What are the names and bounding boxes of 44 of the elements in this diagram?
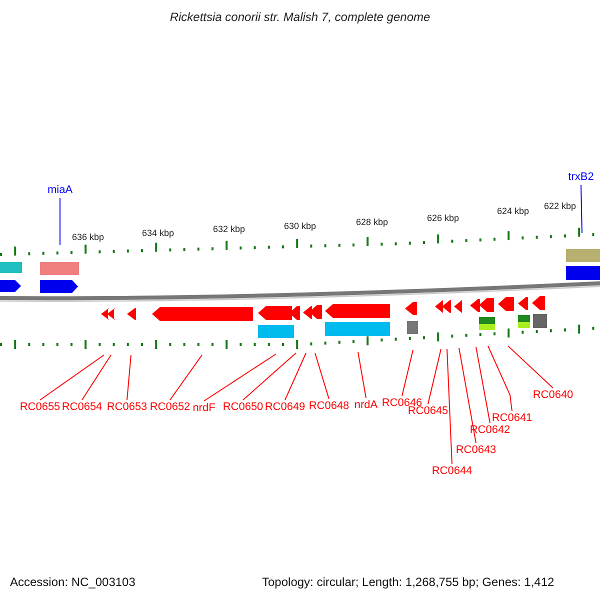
gene-label: RC0654 — [62, 401, 102, 414]
leader-line — [428, 348, 442, 404]
gene-label: RC0641 — [492, 412, 532, 425]
leader-line — [82, 354, 112, 400]
gene-label: RC0650 — [222, 401, 264, 414]
scale-label: 628 kbp — [356, 216, 388, 229]
gene-label: RC0648 — [308, 400, 350, 413]
scale-label: 626 kbp — [427, 212, 460, 225]
gene-label: nrdF — [192, 402, 216, 415]
leader-line — [170, 354, 202, 400]
scale-label: 624 kbp — [497, 205, 530, 218]
gene-label: RC0649 — [264, 401, 306, 414]
leader-line — [204, 354, 276, 402]
scale-label: 632 kbp — [213, 223, 246, 236]
leader-line — [314, 352, 330, 400]
leader-line — [358, 352, 366, 398]
gene-label: miaA — [47, 184, 73, 197]
gene-label: RC0645 — [408, 405, 448, 418]
leader-line — [402, 350, 414, 396]
leader-line — [284, 352, 306, 400]
accession-text: Accession: NC_003103 — [10, 576, 136, 589]
scale-label: 630 kbp — [284, 220, 316, 233]
leader-line — [126, 354, 132, 400]
gene-label: trxB2 — [568, 171, 594, 184]
gene-label: RC0640 — [532, 389, 574, 402]
gene-label: nrdA — [354, 399, 378, 412]
leader-line — [446, 348, 452, 464]
gene-label: RC0644 — [432, 465, 472, 478]
leader-line — [476, 346, 490, 424]
leader-line — [488, 346, 512, 412]
leader-line — [40, 354, 104, 400]
scale-label: 622 kbp — [544, 200, 576, 213]
map-title: Rickettsia conorii str. Malish 7, complete genome — [170, 11, 430, 24]
scale-label: 634 kbp — [142, 227, 174, 240]
scale-label: 636 kbp — [72, 231, 104, 244]
genome-info-text: Topology: circular; Length: 1,268,755 bp; Genes: 1,412 — [262, 576, 554, 589]
gene-label: RC0655 — [20, 401, 60, 414]
gene-label: RC0652 — [150, 401, 190, 414]
leader-line — [242, 352, 296, 400]
gene-label: RC0653 — [106, 401, 148, 414]
leader-line — [458, 348, 476, 444]
leader-line — [580, 184, 582, 234]
gene-label: RC0643 — [456, 444, 496, 457]
leader-line — [508, 346, 554, 388]
